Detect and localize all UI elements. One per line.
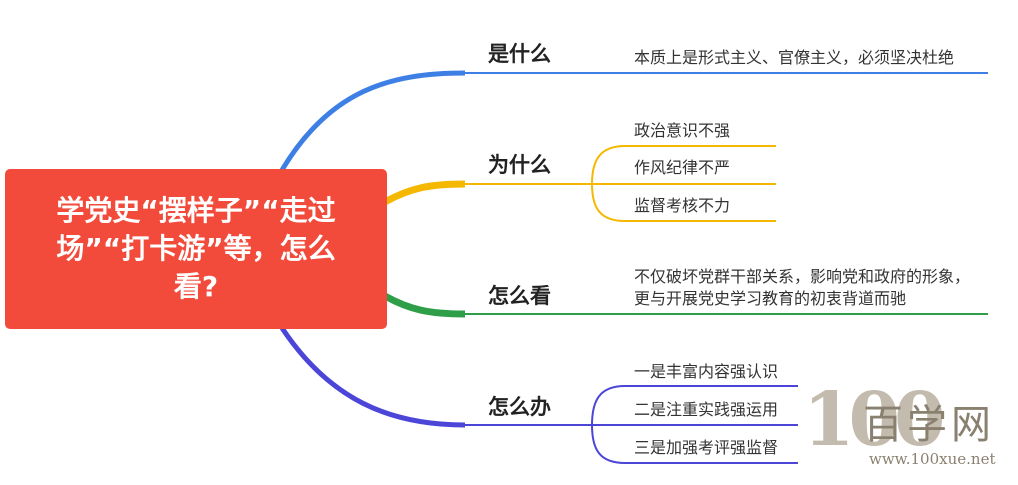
connector-do xyxy=(279,326,466,428)
watermark-name: 百学网 xyxy=(863,402,995,448)
leaf-why-1: 政治意识不强 xyxy=(634,121,731,140)
connector-why xyxy=(383,180,466,206)
watermark-url: www.100xue.net xyxy=(869,450,996,468)
leaf-view-1: 不仅破坏党群干部关系，影响党和政府的形象，更与开展党史学习教育的初衷背道而驰 xyxy=(634,267,971,308)
connector-what xyxy=(279,70,466,172)
leaf-why-3: 监督考核不力 xyxy=(634,196,731,215)
branch-do: 怎么办 xyxy=(488,395,551,419)
leaf-do-3: 三是加强考评强监督 xyxy=(634,438,779,457)
leaf-do-2: 二是注重实践强运用 xyxy=(634,400,779,419)
leaf-why-2: 作风纪律不严 xyxy=(634,158,731,177)
watermark-digits: 100 xyxy=(803,377,945,463)
watermark-logo: 100 百学网 www.100xue.net xyxy=(803,378,1013,478)
sub-connector-why-3 xyxy=(591,183,776,222)
leaf-what-1: 本质上是形式主义、官僚主义，必须坚决杜绝 xyxy=(634,48,955,67)
sub-connector-do-3 xyxy=(591,424,798,464)
sub-connector-why-1 xyxy=(591,145,776,185)
connector-view xyxy=(383,292,466,318)
branch-view: 怎么看 xyxy=(488,284,551,308)
central-topic-text: 学党史“摆样子”“走过场”“打卡游”等，怎么看? xyxy=(56,194,336,303)
leaf-do-1: 一是丰富内容强认识 xyxy=(634,362,779,381)
branch-what: 是什么 xyxy=(488,42,551,66)
central-topic: 学党史“摆样子”“走过场”“打卡游”等，怎么看? xyxy=(5,169,387,329)
sub-connector-do-1 xyxy=(591,385,798,426)
branch-why: 为什么 xyxy=(488,153,551,177)
